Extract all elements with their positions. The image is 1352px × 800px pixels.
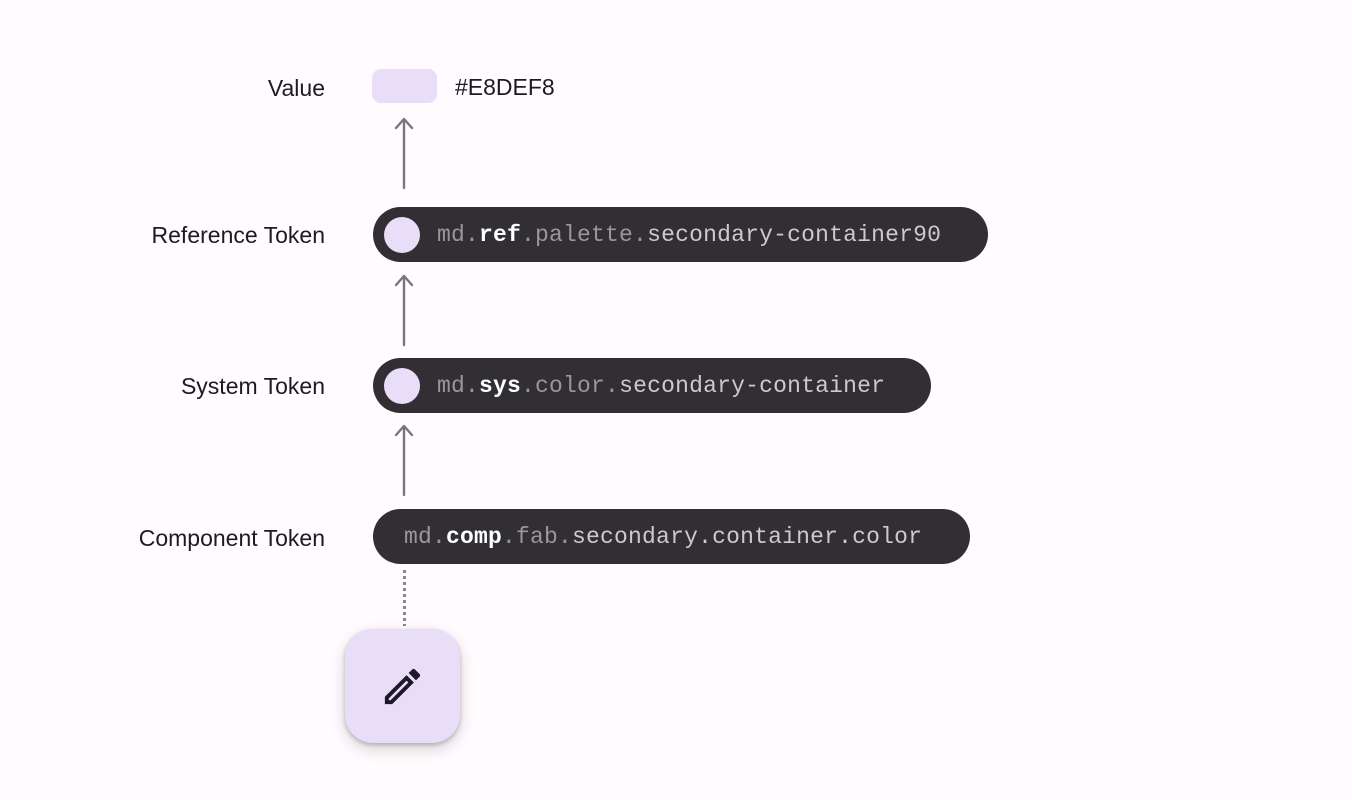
token-middle: .color. xyxy=(521,372,620,399)
token-name: secondary.container.color xyxy=(572,523,923,550)
token-scope: sys xyxy=(479,372,522,399)
reference-token-label: Reference Token xyxy=(151,222,325,248)
token-scope: ref xyxy=(479,221,522,248)
system-token-code: md.sys.color.secondary-container xyxy=(437,373,885,399)
token-middle: .palette. xyxy=(521,221,648,248)
reference-token-pill: md.ref.palette.secondary-container90 xyxy=(373,207,988,262)
token-prefix: md. xyxy=(437,372,480,399)
reference-token-code: md.ref.palette.secondary-container90 xyxy=(437,222,941,248)
up-arrow-icon xyxy=(394,274,414,347)
component-token-code: md.comp.fab.secondary.container.color xyxy=(404,524,922,550)
component-token-pill: md.comp.fab.secondary.container.color xyxy=(373,509,970,564)
fab-edit-button[interactable] xyxy=(345,629,460,743)
token-name: secondary-container xyxy=(619,372,886,399)
token-prefix: md. xyxy=(404,523,447,550)
up-arrow-icon xyxy=(394,117,414,190)
token-name: secondary-container90 xyxy=(647,221,942,248)
edit-pencil-icon xyxy=(384,668,421,704)
token-middle: .fab. xyxy=(502,523,573,550)
up-arrow-icon xyxy=(394,424,414,497)
color-swatch-circle xyxy=(384,367,420,404)
color-swatch-circle xyxy=(384,216,420,253)
token-scope: comp xyxy=(446,523,503,550)
system-token-pill: md.sys.color.secondary-container xyxy=(373,358,931,413)
value-label: Value xyxy=(267,75,325,101)
color-swatch xyxy=(372,69,437,103)
system-token-label: System Token xyxy=(180,373,325,399)
token-prefix: md. xyxy=(437,221,480,248)
hex-value-text: #E8DEF8 xyxy=(455,74,555,100)
component-token-label: Component Token xyxy=(138,525,325,551)
dotted-connector xyxy=(403,570,406,626)
